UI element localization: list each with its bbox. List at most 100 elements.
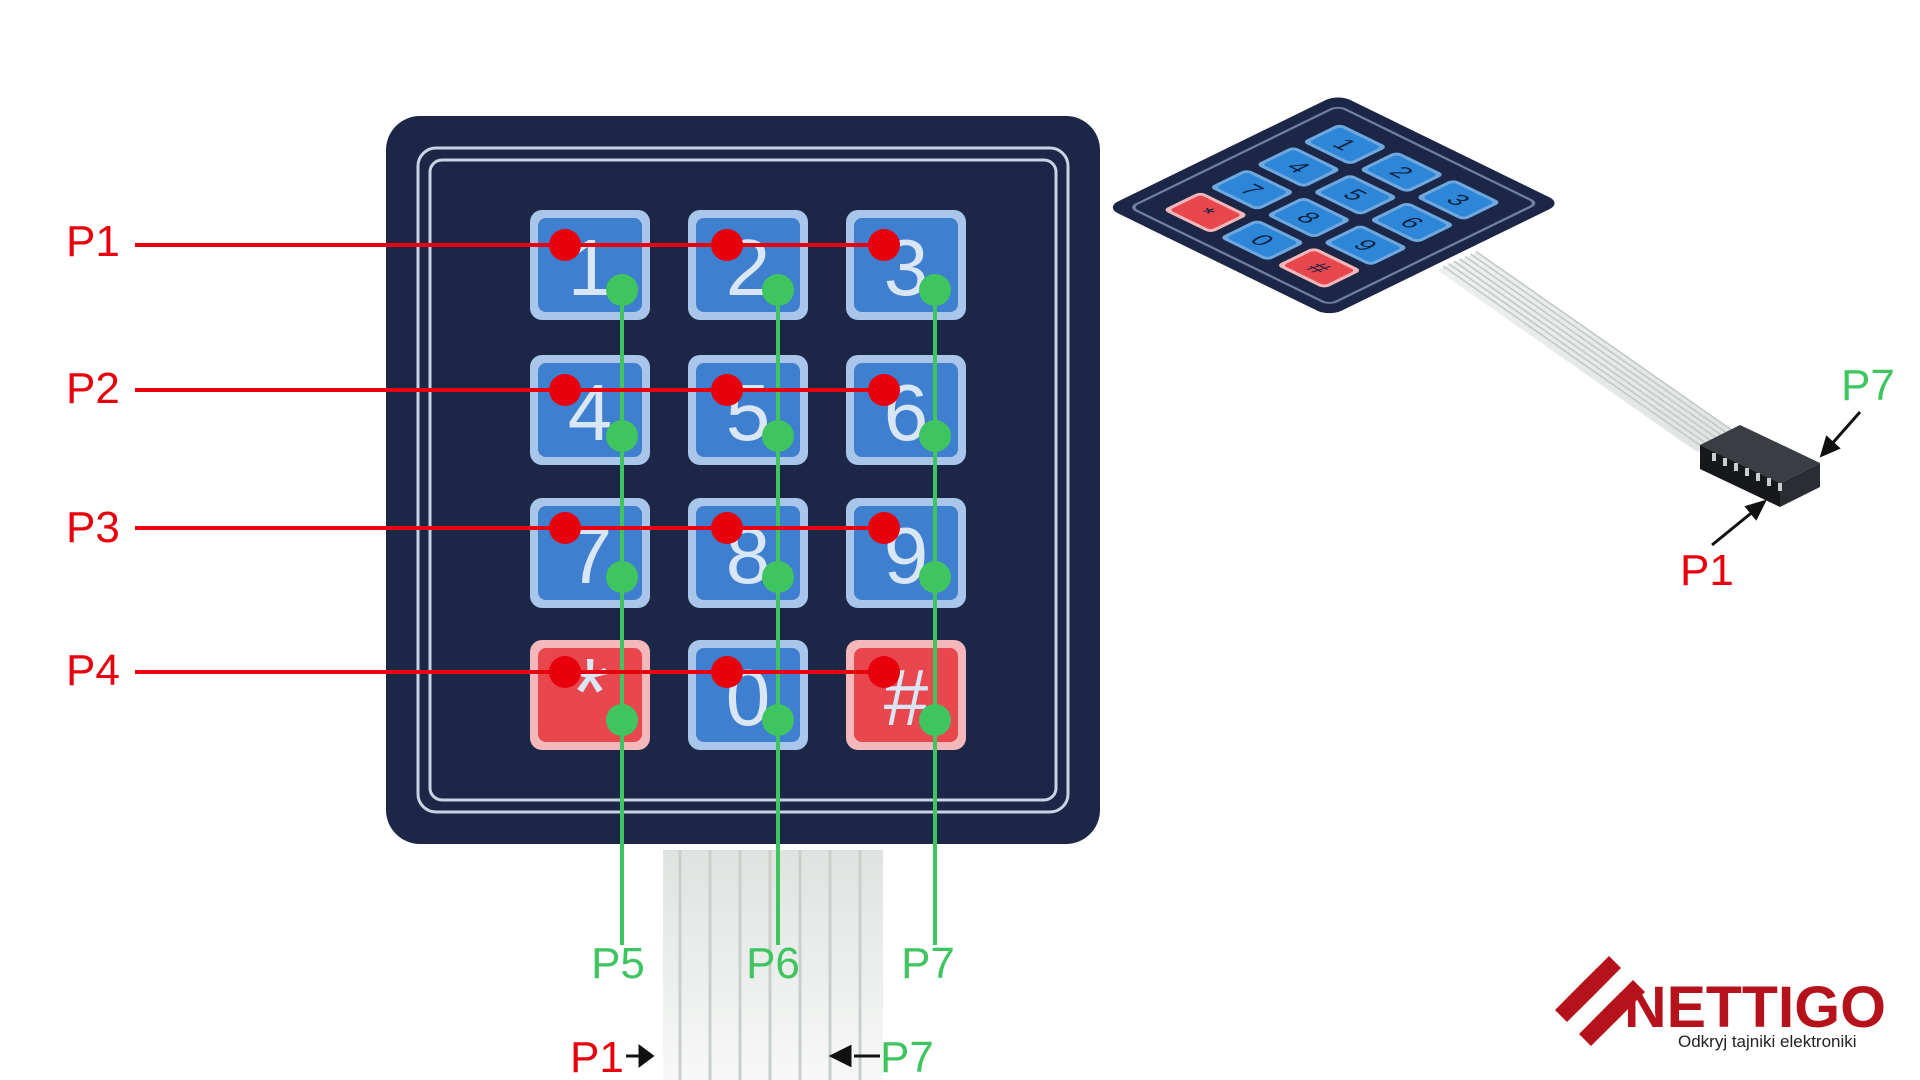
row-label-p2: P2 [66,364,120,413]
column-contact-dot [762,274,794,306]
row-contact-dot [868,656,900,688]
ribbon-label-p1: P1 [570,1033,624,1080]
column-contact-dot [762,704,794,736]
col-label-p7: P7 [901,939,955,988]
row-contact-dot [711,374,743,406]
logo-tagline: Odkryj tajniki elektroniki [1678,1032,1857,1051]
key-3[interactable]: 3 [846,210,966,320]
small-key-5: 5 [1315,175,1396,215]
ribbon-traces [678,850,862,1080]
row-label-p4: P4 [66,646,120,695]
row-dots [549,229,900,688]
column-contact-dot [606,274,638,306]
column-contact-dot [919,704,951,736]
nettigo-logo: NETTIGO Odkryj tajniki elektroniki [1555,956,1886,1051]
small-keypad-panel [1112,97,1555,314]
connector-pin [1756,473,1760,481]
row-contact-dot [711,512,743,544]
key-5[interactable]: 5 [688,355,808,465]
panel-border-outer [416,146,1070,814]
key-label: * [571,639,608,746]
small-key-0: 0 [1222,220,1303,260]
small-key-9: 9 [1325,225,1406,265]
connector-pins [1712,453,1782,491]
nettigo-logo-icon [1555,956,1645,1046]
column-contact-dot [919,274,951,306]
small-ribbon-trace [1459,258,1718,440]
row-contact-dot [549,229,581,261]
small-panel-border [1132,106,1536,304]
column-contact-dot [919,420,951,452]
connector-pin [1734,463,1738,471]
key-1[interactable]: 1 [530,210,650,320]
small-key-1: 1 [1304,124,1385,164]
row-contact-dot [868,512,900,544]
ribbon-labels: P1 P7 [570,1033,934,1080]
small-ribbon-trace [1475,250,1735,433]
arrow-right-icon [626,1044,655,1068]
small-key-star: * [1165,192,1246,232]
arrow-left-icon [828,1044,880,1068]
connector-pin [1767,478,1771,486]
col-label-p6: P6 [746,939,800,988]
small-key-8: 8 [1268,197,1349,238]
small-ribbon-trace [1453,260,1713,442]
small-ribbon-traces [1442,250,1735,447]
small-ribbon-trace [1470,253,1729,435]
panel-border-inner [428,158,1058,802]
ribbon-cable [663,850,883,1080]
key-6[interactable]: 6 [846,355,966,465]
small-key-4: 4 [1258,147,1339,187]
arrow-down-left-icon [1819,411,1862,458]
key-4[interactable]: 4 [530,355,650,465]
key-star[interactable]: * [530,639,650,750]
key-2[interactable]: 2 [688,210,808,320]
key-7[interactable]: 7 [530,498,650,608]
row-contact-dot [549,374,581,406]
small-ribbon-trace [1442,265,1702,447]
column-contact-dot [606,561,638,593]
ribbon-connector [1700,425,1820,507]
key-hash[interactable]: # [846,640,966,750]
column-dots [606,274,951,736]
small-ribbon-trace [1448,262,1707,445]
row-contact-dot [711,656,743,688]
column-contact-dot [919,561,951,593]
row-lines [135,243,882,674]
row-labels: P1 P2 P3 P4 [66,217,120,695]
key-0[interactable]: 0 [688,640,808,750]
connector-pin [1723,458,1727,466]
connector-label-p1: P1 [1680,546,1734,595]
key-9[interactable]: 9 [846,498,966,608]
col-label-p5: P5 [591,939,645,988]
small-ribbon-trace [1464,255,1724,438]
small-key-2: 2 [1361,152,1442,192]
arrow-up-right-icon [1711,499,1767,547]
row-contact-dot [549,512,581,544]
column-lines [620,288,937,945]
small-key-3: 3 [1418,180,1499,220]
key-8[interactable]: 8 [688,498,808,608]
row-label-p3: P3 [66,503,120,552]
connector-label-p7: P7 [1841,361,1895,410]
row-label-p1: P1 [66,217,120,266]
row-contact-dot [868,374,900,406]
connector-pin [1712,453,1716,461]
row-contact-dot [868,229,900,261]
row-contact-dot [711,229,743,261]
column-labels: P5 P6 P7 [591,939,955,988]
small-key-6: 6 [1371,202,1452,243]
column-contact-dot [606,704,638,736]
column-contact-dot [762,420,794,452]
small-key-hash: # [1279,248,1360,288]
connector-pin [1778,483,1782,491]
row-contact-dot [549,656,581,688]
connector-pin [1745,468,1749,476]
logo-wordmark: NETTIGO [1624,975,1886,1040]
ribbon-label-p7: P7 [880,1033,934,1080]
